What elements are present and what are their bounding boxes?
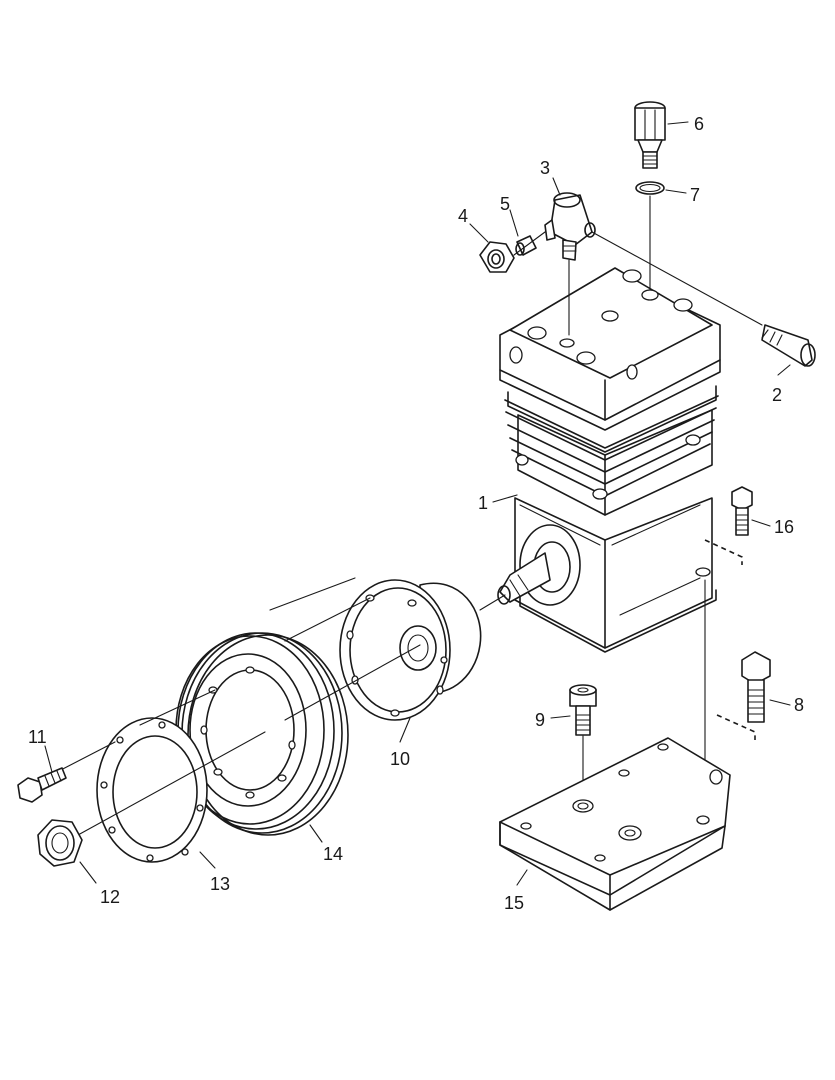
callout-3: 3 [540, 158, 550, 178]
callout-16: 16 [774, 517, 794, 537]
callout-6: 6 [694, 114, 704, 134]
part-13-gasket [96, 717, 208, 863]
leader-lines [44, 121, 791, 886]
part-6-union [634, 101, 666, 169]
callout-4: 4 [458, 206, 468, 226]
part-16-bolt [731, 486, 753, 536]
callout-14: 14 [323, 844, 343, 864]
part-3-tee-fitting [544, 192, 596, 261]
part-2-pin [761, 324, 816, 367]
callout-12: 12 [100, 887, 120, 907]
part-4-nut [479, 241, 515, 273]
callout-1: 1 [478, 493, 488, 513]
callout-15: 15 [504, 893, 524, 913]
head-bolts [515, 269, 701, 500]
compressor-body [497, 267, 721, 653]
part-9-screw [569, 684, 597, 736]
part-11-bolt [17, 767, 67, 803]
part-14-pulley [175, 632, 349, 836]
part-15-base-plate [499, 737, 731, 911]
part-7-o-ring [635, 181, 665, 195]
callout-9: 9 [535, 710, 545, 730]
part-12-nut [37, 819, 83, 867]
callout-10: 10 [390, 749, 410, 769]
callout-7: 7 [690, 185, 700, 205]
callout-8: 8 [794, 695, 804, 715]
part-8-bolt [741, 651, 771, 723]
callout-2: 2 [772, 385, 782, 405]
callout-11: 11 [28, 727, 47, 747]
callout-5: 5 [500, 194, 510, 214]
part-10-flange [339, 579, 482, 721]
callout-labels: 1 2 3 4 5 6 7 8 9 10 11 12 13 14 15 16 [28, 114, 804, 913]
callout-13: 13 [210, 874, 230, 894]
